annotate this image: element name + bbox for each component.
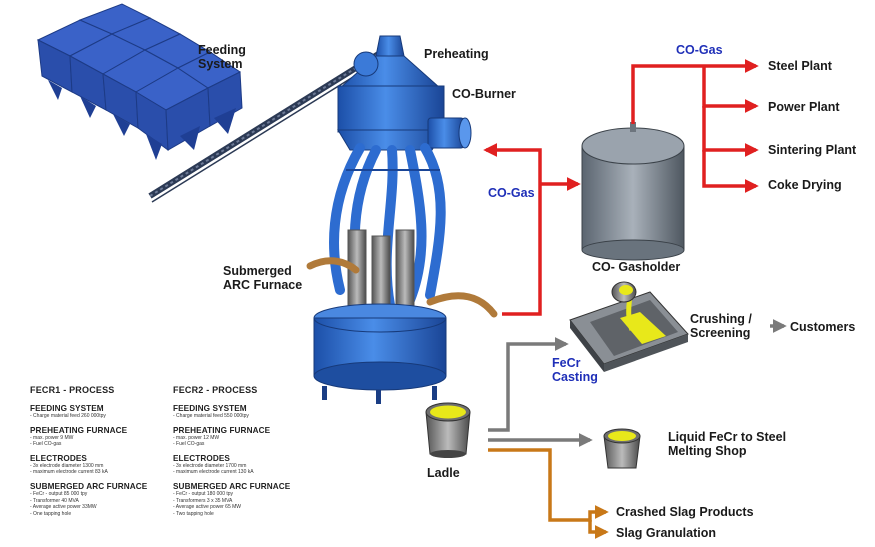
fecr2-preheating-item: - max. power 12 MW [173,434,220,441]
label-co-gas-top: CO-Gas [676,43,723,57]
fecr2-feeding-item: - Charge material feed 550 000tpy [173,413,249,419]
label-feeding-system: Feeding System [198,43,246,71]
fecr1-saf-heading: SUBMERGED ARC FURNACE [30,481,148,491]
label-customers: Customers [790,320,856,334]
label-liquid-fecr: Liquid FeCr to Steel Melting Shop [668,430,787,458]
label-sintering-plant: Sintering Plant [768,143,857,157]
fecr2-preheating-item: - Fuel CO-gas [173,441,205,448]
label-crashed-slag: Crashed Slag Products [616,505,754,519]
co-gas-flow [483,59,759,316]
slag-flow [488,448,609,539]
label-co-burner: CO-Burner [452,87,516,101]
fecr1-title: FECR1 - PROCESS [30,385,115,395]
fecr1-saf-item: - Transformer 40 MVA [30,497,79,504]
fecr-casting-machine [569,281,689,372]
fecr1-electrodes-heading: ELECTRODES [30,453,87,463]
label-fecr-casting: FeCr Casting [552,356,598,384]
fecr1-saf-item: - Average active power 33MW [30,504,97,511]
label-ladle: Ladle [427,466,460,480]
label-submerged-arc-furnace: Submerged ARC Furnace [223,264,303,292]
fecr2-electrodes-heading: ELECTRODES [173,453,230,463]
label-co-gasholder: CO- Gasholder [592,260,681,274]
fecr2-saf-item: - Average active power 65 MW [173,504,241,511]
fecr2-saf-item: - Two tapping hole [173,510,214,517]
fecr1-electrodes-item: - maximum electrode current 83 kA [30,469,108,476]
label-power-plant: Power Plant [768,100,840,114]
fecr1-electrodes-item: - 3x electrode diameter 1300 mm [30,462,104,469]
fecr1-preheating-item: - Fuel CO-gas [30,441,62,448]
fecr1-feeding-heading: FEEDING SYSTEM [30,404,104,413]
label-co-gas-mid: CO-Gas [488,186,535,200]
label-slag-granulation: Slag Granulation [616,526,717,540]
fecr2-title: FECR2 - PROCESS [173,385,258,395]
fecr2-saf-heading: SUBMERGED ARC FURNACE [173,481,291,491]
fecr2-saf-item: - Transformers 3 x 35 MVA [173,497,233,504]
fecr2-process-panel: FECR2 - PROCESS FEEDING SYSTEM - Charge … [173,385,338,517]
fecr2-preheating-heading: PREHEATING FURNACE [173,425,271,435]
fecr-flow [488,319,787,447]
co-gasholder [581,122,685,261]
feeding-bins [36,3,243,160]
fecr1-preheating-item: - max. power 9 MW [30,434,74,441]
label-coke-drying: Coke Drying [768,178,842,192]
small-ladle [603,428,641,469]
furnace-assembly [306,35,498,404]
label-preheating: Preheating [424,47,489,61]
fecr2-feeding-heading: FEEDING SYSTEM [173,404,247,413]
fecr2-electrodes-item: - 3x electrode diameter 1700 mm [173,462,247,469]
fecr2-saf-item: - FeCr - output 180 000 tpy [173,490,234,497]
fecr1-saf-item: - FeCr - output 85 000 tpy [30,490,88,497]
fecr2-electrodes-item: - maximum electrode current 130 kA [173,469,254,476]
fecr1-feeding-item: - Charge material feed 260 000tpy [30,413,106,419]
ladle-vessel [425,402,471,458]
fecr1-preheating-heading: PREHEATING FURNACE [30,425,128,435]
fecr1-process-panel: FECR1 - PROCESS FEEDING SYSTEM - Charge … [30,385,195,517]
label-crushing-screening: Crushing / Screening [690,312,752,340]
label-steel-plant: Steel Plant [768,59,832,73]
fecr1-saf-item: - One tapping hole [30,510,72,517]
